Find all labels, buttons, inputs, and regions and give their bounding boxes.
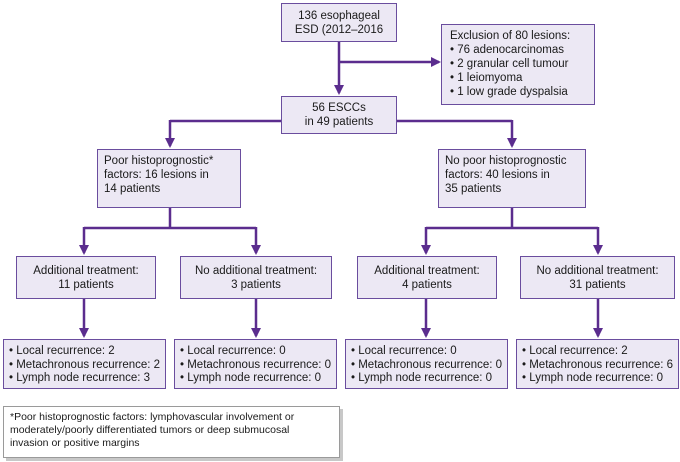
esccs-box: 56 ESCCs in 49 patients (281, 96, 397, 134)
recurrence-item: • Lymph node recurrence: 0 (180, 372, 322, 384)
footnote-box: *Poor histoprognostic factors: lymphovas… (3, 406, 340, 458)
poor-factors-line-1: Poor histoprognostic* (104, 155, 214, 167)
poor-factors-line-2: factors: 16 lesions in (104, 169, 209, 181)
recurrence-item: • Local recurrence: 0 (180, 345, 286, 357)
treatment-box-3: Additional treatment: 4 patients (357, 256, 497, 299)
poor-factors-box: Poor histoprognostic* factors: 16 lesion… (97, 149, 241, 208)
recurrence-item: • Lymph node recurrence: 0 (351, 372, 493, 384)
no-poor-factors-line-2: factors: 40 lesions in (445, 169, 550, 181)
exclusion-heading: Exclusion of 80 lesions: (450, 30, 571, 42)
treatment-3-count: 4 patients (402, 278, 452, 291)
recurrence-box-4: • Local recurrence: 2 • Metachronous rec… (516, 339, 679, 389)
footnote-line-2: moderately/poorly differentiated tumors … (10, 424, 290, 436)
recurrence-item: • Metachronous recurrence: 2 (9, 358, 161, 371)
recurrence-item: • Local recurrence: 2 (522, 345, 628, 357)
esd-lesions-line-1: 136 esophageal (298, 9, 380, 22)
no-poor-factors-line-3: 35 patients (445, 183, 502, 195)
treatment-4-count: 31 patients (569, 278, 626, 291)
recurrence-box-1: • Local recurrence: 2 • Metachronous rec… (3, 339, 166, 389)
exclusion-item: • 76 adenocarcinomas (450, 44, 564, 56)
exclusion-item: • 2 granular cell tumour (450, 58, 569, 70)
recurrence-item: • Lymph node recurrence: 0 (522, 372, 664, 384)
recurrence-box-2: • Local recurrence: 0 • Metachronous rec… (174, 339, 337, 389)
treatment-box-4: No additional treatment: 31 patients (520, 256, 675, 299)
recurrence-item: • Lymph node recurrence: 3 (9, 372, 151, 384)
esccs-line-2: in 49 patients (304, 116, 374, 128)
poor-factors-line-3: 14 patients (104, 183, 161, 195)
treatment-2-count: 3 patients (231, 278, 281, 291)
footnote-line-3: invasion or positive margins (10, 437, 140, 449)
treatment-1-count: 11 patients (58, 278, 114, 291)
treatment-box-2: No additional treatment: 3 patients (180, 256, 332, 299)
recurrence-item: • Local recurrence: 0 (351, 345, 457, 357)
exclusion-item: • 1 low grade dyspalsia (450, 86, 568, 98)
footnote-line-1: *Poor histoprognostic factors: lymphovas… (10, 411, 295, 423)
no-poor-factors-line-1: No poor histoprognostic (445, 155, 567, 167)
connector-nopoor-split (426, 208, 598, 230)
exclusion-box: Exclusion of 80 lesions: • 76 adenocarci… (441, 24, 595, 105)
treatment-1-label: Additional treatment: (33, 264, 139, 277)
exclusion-item: • 1 leiomyoma (450, 72, 523, 84)
recurrence-box-3: • Local recurrence: 0 • Metachronous rec… (345, 339, 508, 389)
recurrence-item: • Metachronous recurrence: 6 (522, 358, 674, 371)
recurrence-item: • Metachronous recurrence: 0 (180, 358, 332, 371)
esccs-line-1: 56 ESCCs (312, 102, 366, 114)
recurrence-item: • Local recurrence: 2 (9, 345, 115, 357)
esd-lesions-box: 136 esophageal ESD (2012–2016 (281, 3, 397, 42)
treatment-2-label: No additional treatment: (194, 264, 318, 277)
no-poor-factors-box: No poor histoprognostic factors: 40 lesi… (438, 149, 586, 208)
recurrence-item: • Metachronous recurrence: 0 (351, 358, 503, 371)
treatment-4-label: No additional treatment: (536, 264, 659, 277)
connector-poor-split (84, 208, 256, 230)
esd-lesions-line-2: ESD (2012–2016 (294, 23, 384, 36)
treatment-box-1: Additional treatment: 11 patients (16, 256, 156, 299)
treatment-3-label: Additional treatment: (374, 264, 480, 277)
